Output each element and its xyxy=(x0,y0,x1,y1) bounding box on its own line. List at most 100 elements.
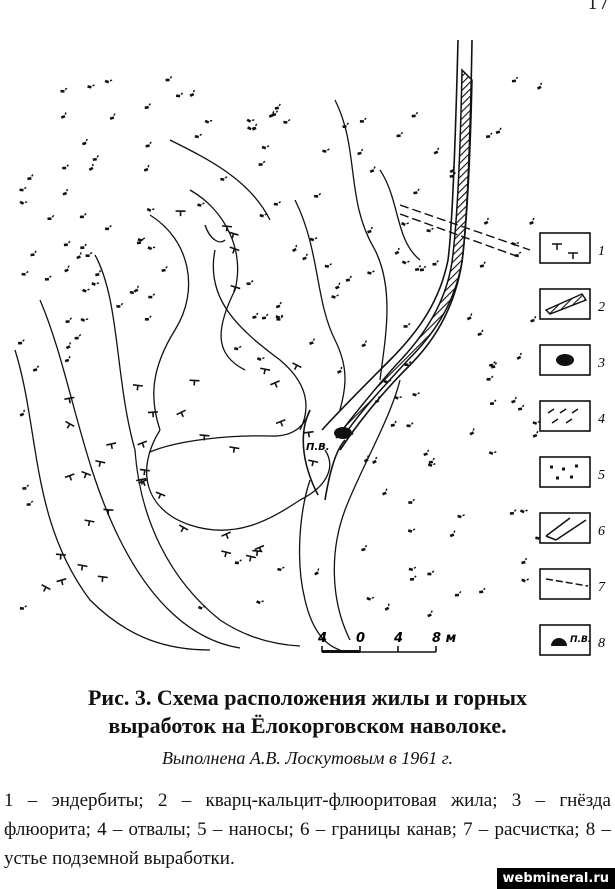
sediment-symbol xyxy=(19,186,27,192)
sediment-symbol xyxy=(331,294,339,299)
sediment-symbol xyxy=(479,587,486,594)
sediment-symbol xyxy=(18,339,25,345)
legend-number: 2 xyxy=(598,300,605,315)
sediment-symbol xyxy=(80,317,89,322)
sediment-symbol xyxy=(247,126,255,131)
canal-boundary xyxy=(339,39,473,451)
legend-box xyxy=(539,456,591,488)
sediment-symbol xyxy=(74,334,82,340)
page-number: 17 xyxy=(587,0,609,14)
sediment-symbol xyxy=(359,117,367,123)
sediment-symbol xyxy=(197,202,205,207)
sediment-symbol xyxy=(357,148,364,156)
sediment-symbol xyxy=(367,226,373,234)
sediment-symbol xyxy=(413,188,420,195)
sediment-symbol xyxy=(47,214,55,220)
sediment-symbol xyxy=(529,217,535,225)
enderbite-symbol xyxy=(132,383,143,391)
sediment-symbol xyxy=(409,575,417,581)
sediment-symbol xyxy=(22,484,30,490)
sediment-symbol xyxy=(401,260,410,265)
enderbite-symbol xyxy=(221,550,232,558)
sediment-symbol xyxy=(62,164,69,170)
enderbite-symbols xyxy=(18,76,543,618)
enderbite-symbol xyxy=(139,468,150,476)
sediment-symbol xyxy=(433,147,440,155)
enderbite-symbol xyxy=(308,459,319,467)
sediment-symbol xyxy=(412,392,420,397)
sediment-symbol xyxy=(342,122,349,129)
contour-line xyxy=(169,139,271,221)
sediment-symbol xyxy=(457,514,465,519)
enderbite-symbol xyxy=(97,575,108,582)
sediment-symbol xyxy=(175,92,184,98)
sediment-symbol xyxy=(485,132,493,139)
sediment-symbol xyxy=(382,488,388,496)
legend-sample-enderbite xyxy=(552,243,578,259)
enderbite-symbol xyxy=(175,210,186,217)
sediment-symbol xyxy=(64,355,71,363)
enderbite-symbol xyxy=(178,524,189,533)
sediment-symbol xyxy=(309,237,318,242)
sediment-symbol xyxy=(144,103,151,110)
enderbite-symbol xyxy=(260,367,271,375)
sediment-symbol xyxy=(65,342,72,350)
sediment-symbol xyxy=(390,420,397,427)
legend-box xyxy=(539,400,591,432)
sediment-symbol xyxy=(403,322,411,328)
sediment-symbol xyxy=(60,87,68,93)
sediment-symbol xyxy=(309,338,316,345)
figure-caption-title: Рис. 3. Схема расположения жилы и горных… xyxy=(0,684,615,740)
sediment-symbol xyxy=(490,362,498,369)
legend-number: 4 xyxy=(598,412,605,427)
clearing-line xyxy=(399,213,523,259)
sediment-symbol xyxy=(234,559,242,565)
canal-boundary xyxy=(302,409,319,496)
contour-line xyxy=(294,199,346,411)
sediment-symbol xyxy=(261,145,270,150)
legend-number: 5 xyxy=(598,468,605,483)
sediment-symbol xyxy=(517,404,525,411)
sediment-symbol xyxy=(104,79,113,84)
sediment-symbol xyxy=(88,163,94,172)
sediment-symbol xyxy=(530,316,537,323)
sediment-symbol xyxy=(143,164,150,172)
sediment-symbol xyxy=(532,420,541,425)
sediment-symbol xyxy=(277,566,285,572)
sediment-symbol xyxy=(511,76,519,83)
enderbite-symbol xyxy=(229,246,240,254)
sediment-symbol xyxy=(189,89,195,97)
contour-line xyxy=(189,189,246,371)
sediment-symbol xyxy=(19,409,26,417)
sediment-symbol xyxy=(488,451,497,456)
legend-sample-dumps xyxy=(547,408,579,424)
sediment-symbol xyxy=(261,313,269,320)
enderbite-symbol xyxy=(228,231,239,239)
legend-sample-sediments xyxy=(550,464,578,480)
sediment-symbol xyxy=(92,155,100,162)
contour-line xyxy=(379,169,421,261)
sediment-symbol xyxy=(91,281,100,287)
sediment-symbol xyxy=(85,251,93,257)
sediment-symbol xyxy=(477,329,484,337)
enderbite-symbol xyxy=(64,396,75,404)
enderbite-symbol xyxy=(199,434,210,441)
sediment-symbol xyxy=(469,428,475,436)
sediment-symbol xyxy=(144,315,152,321)
sediment-symbol xyxy=(204,119,213,124)
sediment-symbol xyxy=(489,361,496,367)
enderbite-symbol xyxy=(176,409,186,418)
scale-tick-label: 4 xyxy=(317,631,327,646)
sediment-symbol xyxy=(374,396,380,404)
enderbite-symbol xyxy=(254,544,265,553)
sediment-symbol xyxy=(80,243,87,250)
sediment-symbol xyxy=(479,261,486,268)
sediment-symbol xyxy=(419,265,427,272)
enderbite-symbol xyxy=(303,430,314,438)
sediment-symbol xyxy=(259,213,268,218)
legend-number: 3 xyxy=(597,356,605,371)
enderbite-symbol xyxy=(245,554,256,562)
contour-line xyxy=(333,379,401,641)
